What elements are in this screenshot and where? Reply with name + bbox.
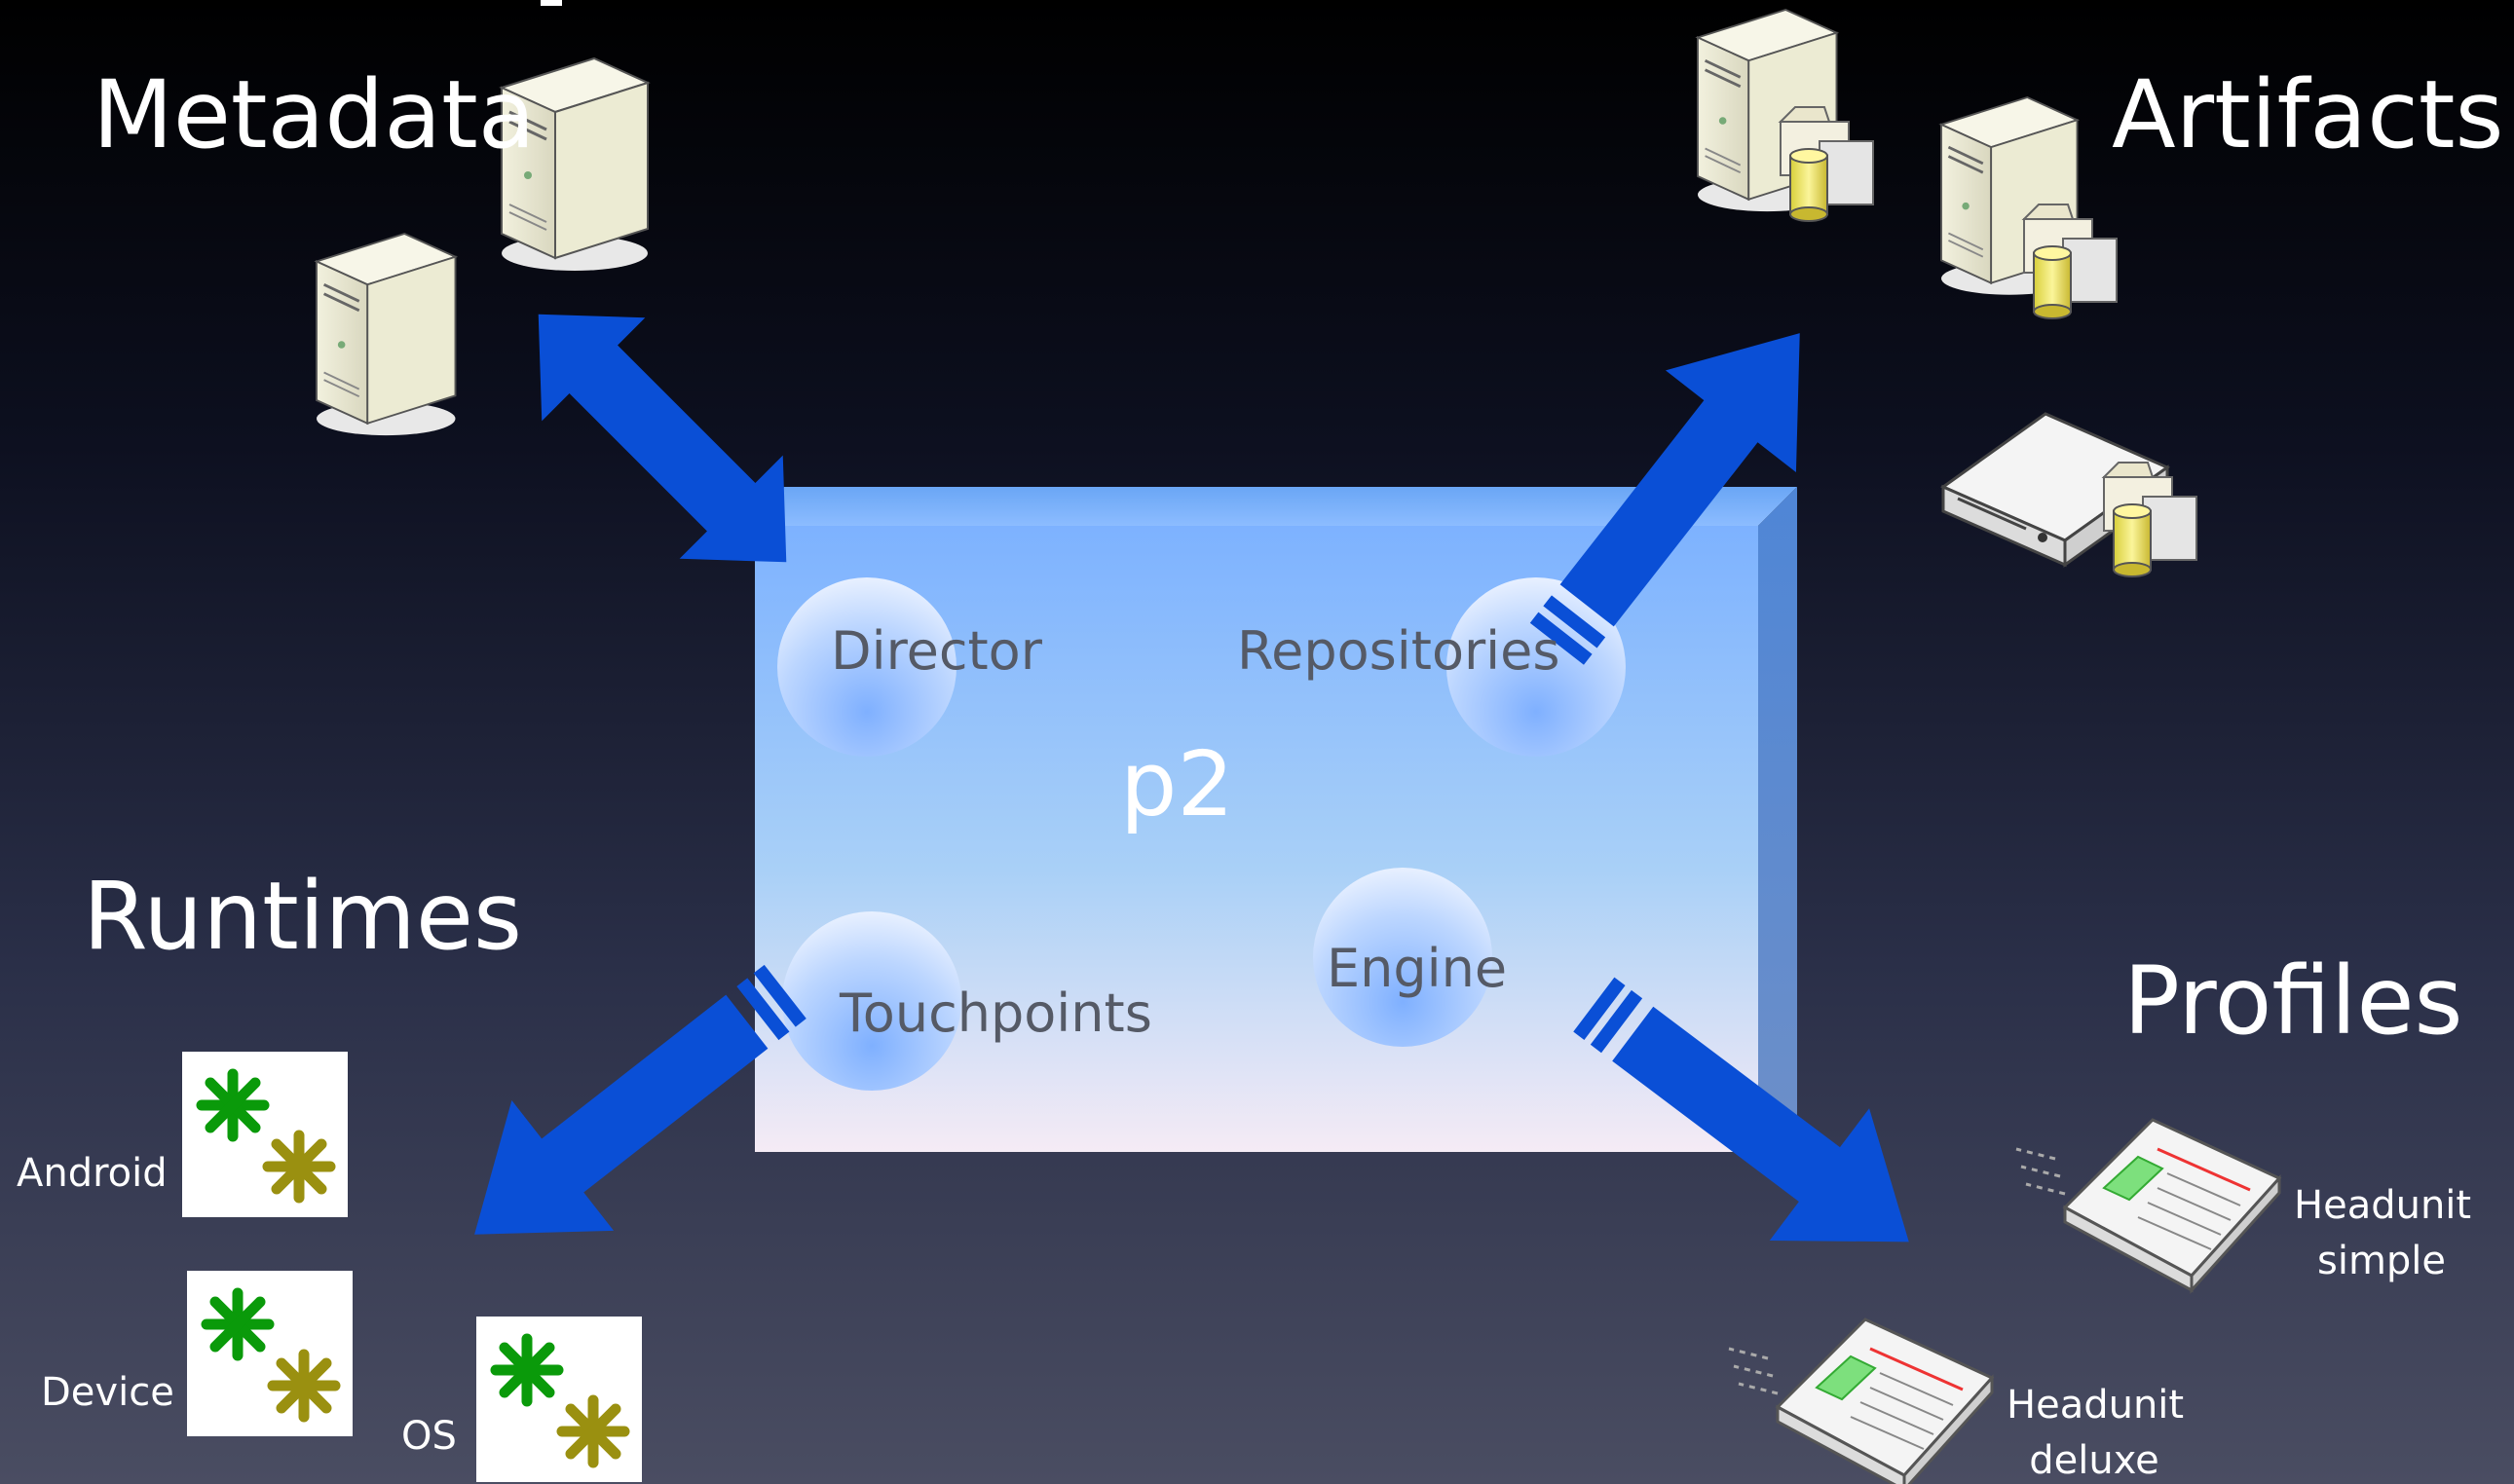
director-sphere <box>777 577 957 757</box>
android-label: Android <box>17 1151 168 1196</box>
title-fragment <box>541 0 562 6</box>
headunit-simple-label-line2: simple <box>2316 1239 2447 1283</box>
headunit-simple-label-line1: Headunit <box>2294 1183 2472 1228</box>
metadata-server-icon-2 <box>315 232 457 437</box>
touchpoints-sphere <box>782 911 961 1091</box>
arrow-icon <box>1573 977 1909 1243</box>
android-runtime-icon <box>182 1052 348 1217</box>
headunit-simple-profile-icon <box>2014 1118 2281 1292</box>
artifact-rack-server-icon <box>1939 412 2197 577</box>
artifact-database-server-icon-2 <box>1939 95 2118 319</box>
arrow-icon <box>474 964 807 1235</box>
headunit-deluxe-profile-icon <box>1727 1317 1994 1484</box>
profiles-label: Profiles <box>2123 946 2463 1056</box>
double-arrow-icon <box>538 314 787 563</box>
device-label: Device <box>41 1370 174 1415</box>
p2-label: p2 <box>1120 732 1234 836</box>
engine-label: Engine <box>1327 938 1508 999</box>
director-label: Director <box>831 620 1042 682</box>
touchpoints-label: Touchpoints <box>840 983 1152 1044</box>
device-runtime-icon <box>187 1271 353 1436</box>
headunit-deluxe-label-line2: deluxe <box>2029 1438 2159 1483</box>
os-label: OS <box>401 1414 457 1459</box>
repositories-label: Repositories <box>1237 620 1560 682</box>
engine-sphere <box>1313 868 1492 1047</box>
artifacts-label: Artifacts <box>2112 60 2504 169</box>
arrow-icon <box>1529 333 1800 665</box>
os-runtime-icon <box>476 1317 642 1482</box>
artifact-database-server-icon <box>1696 8 1874 222</box>
metadata-label: Metadata <box>93 60 536 169</box>
runtimes-label: Runtimes <box>83 862 522 971</box>
headunit-deluxe-label-line1: Headunit <box>2007 1383 2185 1428</box>
